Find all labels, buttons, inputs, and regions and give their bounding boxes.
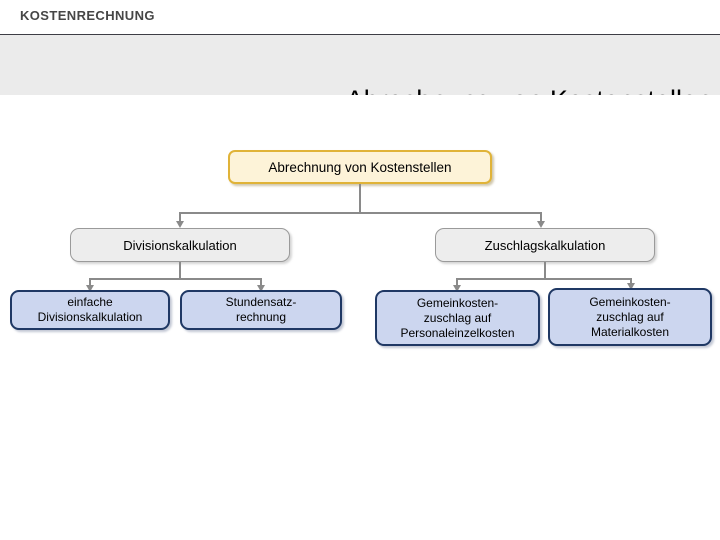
arrowhead-l3-4 (626, 283, 635, 290)
top-bar: KOSTENRECHNUNG (0, 0, 720, 34)
connector-root-to-l2-right (540, 212, 542, 225)
node-divisionskalkulation[interactable]: Divisionskalkulation (70, 228, 290, 262)
node-root-label: Abrechnung von Kostenstellen (268, 159, 452, 175)
connector-l2left-to-c2 (260, 278, 262, 288)
arrowhead-l2-right (536, 221, 545, 228)
connector-l2right-to-c3 (456, 278, 458, 288)
connector-l2right-to-c4 (630, 278, 632, 286)
connector-l2right-stem (544, 262, 546, 279)
arrowhead-l3-1 (85, 285, 94, 292)
connector-root-stem (359, 184, 361, 213)
node-zuschlagskalkulation[interactable]: Zuschlagskalkulation (435, 228, 655, 262)
connector-l2left-to-c1 (89, 278, 91, 288)
connector-l2left-stem (179, 262, 181, 279)
connector-root-bus (180, 212, 541, 214)
arrowhead-l3-3 (452, 285, 461, 292)
connector-root-to-l2-left (179, 212, 181, 225)
node-stundensatzrechnung[interactable]: Stundensatz-rechnung (180, 290, 342, 330)
node-divisionskalkulation-label: Divisionskalkulation (123, 237, 237, 253)
org-chart: Abrechnung von Kostenstellen Divisionska… (0, 95, 720, 540)
title-band: Abrechnung von Kostenstellen (0, 35, 720, 115)
arrowhead-l3-2 (256, 285, 265, 292)
connector-l2right-bus (457, 278, 631, 280)
node-root[interactable]: Abrechnung von Kostenstellen (228, 150, 492, 184)
node-zuschlagskalkulation-label: Zuschlagskalkulation (484, 237, 606, 253)
node-stundensatzrechnung-label: Stundensatz-rechnung (225, 295, 297, 324)
arrowhead-l2-left (175, 221, 184, 228)
section-kicker: KOSTENRECHNUNG (20, 8, 155, 23)
header-divider (0, 34, 720, 35)
connector-l2left-bus (90, 278, 261, 280)
